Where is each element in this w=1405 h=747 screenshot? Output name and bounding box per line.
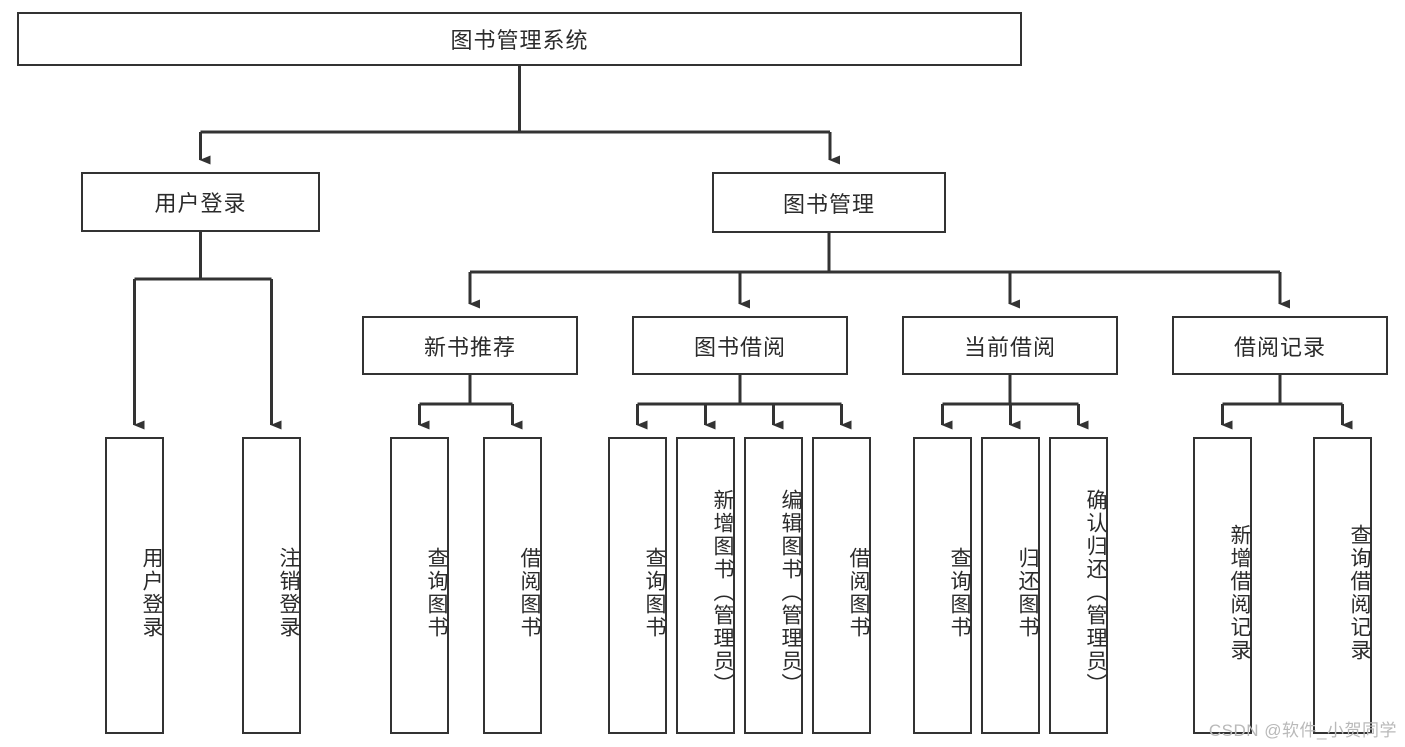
leaf-bb-borrow-book-label: 借阅图书 <box>847 546 870 639</box>
tree-connectors <box>133 66 1353 430</box>
leaf-cb-return-book[interactable]: 归还图书 <box>981 437 1040 734</box>
node-borrow-record-label: 借阅记录 <box>1233 334 1326 360</box>
leaf-br-add-record[interactable]: 新增借阅记录 <box>1193 437 1252 734</box>
node-current-borrow[interactable]: 当前借阅 <box>902 316 1118 375</box>
leaf-bb-query-book[interactable]: 查询图书 <box>608 437 667 734</box>
leaf-bb-add-book-admin[interactable]: 新增图书（管理员） <box>676 437 735 734</box>
node-book-borrow[interactable]: 图书借阅 <box>632 316 848 375</box>
leaf-user-login-label: 用户登录 <box>140 546 163 639</box>
node-borrow-record[interactable]: 借阅记录 <box>1172 316 1388 375</box>
node-root-system-label: 图书管理系统 <box>450 28 589 53</box>
leaf-cb-query-book-label: 查询图书 <box>948 546 971 639</box>
leaf-nb-borrow-book[interactable]: 借阅图书 <box>483 437 542 734</box>
node-book-management[interactable]: 图书管理 <box>712 172 946 233</box>
leaf-cb-return-book-label: 归还图书 <box>1016 546 1039 639</box>
leaf-bb-borrow-book[interactable]: 借阅图书 <box>812 437 871 734</box>
leaf-bb-query-book-label: 查询图书 <box>643 546 666 639</box>
leaf-user-login[interactable]: 用户登录 <box>105 437 164 734</box>
leaf-cb-confirm-return-admin[interactable]: 确认归还（管理员） <box>1049 437 1108 734</box>
leaf-bb-edit-book-admin-label: 编辑图书（管理员） <box>779 489 802 696</box>
node-user-login[interactable]: 用户登录 <box>81 172 320 232</box>
leaf-br-add-record-label: 新增借阅记录 <box>1228 523 1251 662</box>
node-book-management-label: 图书管理 <box>782 191 875 217</box>
node-user-login-label: 用户登录 <box>154 191 247 216</box>
leaf-logout-label: 注销登录 <box>277 546 300 639</box>
leaf-bb-edit-book-admin[interactable]: 编辑图书（管理员） <box>744 437 803 734</box>
leaf-nb-query-book[interactable]: 查询图书 <box>390 437 449 734</box>
node-new-book-recommend[interactable]: 新书推荐 <box>362 316 578 375</box>
leaf-nb-query-book-label: 查询图书 <box>425 546 448 639</box>
leaf-cb-query-book[interactable]: 查询图书 <box>913 437 972 734</box>
node-current-borrow-label: 当前借阅 <box>963 334 1056 360</box>
leaf-logout[interactable]: 注销登录 <box>242 437 301 734</box>
leaf-br-query-record[interactable]: 查询借阅记录 <box>1313 437 1372 734</box>
leaf-cb-confirm-return-admin-label: 确认归还（管理员） <box>1084 489 1107 696</box>
node-root-system[interactable]: 图书管理系统 <box>17 12 1022 66</box>
node-book-borrow-label: 图书借阅 <box>693 334 786 360</box>
leaf-nb-borrow-book-label: 借阅图书 <box>518 546 541 639</box>
leaf-br-query-record-label: 查询借阅记录 <box>1348 523 1371 662</box>
leaf-bb-add-book-admin-label: 新增图书（管理员） <box>711 489 734 696</box>
node-new-book-recommend-label: 新书推荐 <box>423 334 516 360</box>
